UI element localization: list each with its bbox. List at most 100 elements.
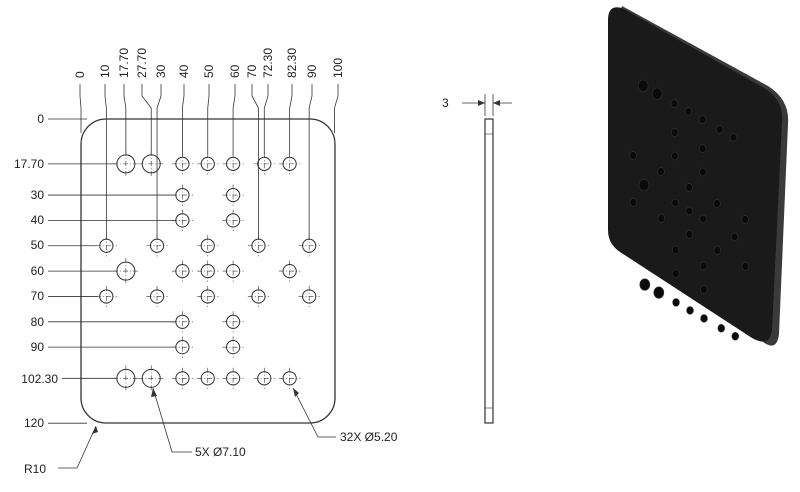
iso-hole (741, 215, 749, 224)
y-dim-label: 17.70 (14, 157, 44, 171)
large-hole (138, 150, 165, 177)
iso-hole (670, 99, 679, 108)
x-dim-label: 30 (154, 64, 168, 78)
y-dim-label: 120 (24, 416, 44, 430)
iso-hole (671, 151, 679, 161)
x-dim-label: 50 (202, 64, 216, 78)
iso-hole (713, 246, 722, 255)
small-hole (146, 285, 168, 308)
x-dimension-lines (79, 84, 339, 240)
front-view (48, 84, 339, 424)
x-dim-line (207, 84, 210, 155)
small-hole (222, 153, 244, 175)
side-view (462, 94, 512, 424)
y-dim-label: 40 (31, 213, 45, 227)
small-hole (197, 260, 219, 282)
x-dim-line (104, 84, 107, 240)
y-dim-label: 70 (31, 289, 45, 303)
iso-hole (629, 151, 637, 160)
x-dim-label: 90 (305, 64, 319, 78)
iso-hole (715, 125, 724, 134)
small-hole (279, 153, 301, 175)
small-hole-leader (292, 387, 336, 438)
iso-hole (699, 214, 707, 224)
large-hole (112, 365, 139, 392)
iso-hole (684, 107, 693, 116)
large-hole (112, 150, 139, 177)
plate-3d-face (608, 7, 783, 342)
iso-hole (638, 179, 650, 192)
iso-hole (717, 324, 725, 333)
small-hole-arrowhead (293, 388, 299, 397)
leaders (58, 387, 336, 469)
x-dim-line (334, 84, 339, 133)
iso-hole (741, 262, 750, 271)
hole-pattern (95, 150, 320, 392)
x-dim-label: 70 (245, 64, 259, 78)
small-hole (222, 260, 244, 282)
x-dim-label: 10 (98, 64, 112, 78)
small-hole (171, 367, 193, 389)
x-dim-line (232, 84, 236, 155)
iso-hole (629, 198, 638, 207)
large-hole (112, 258, 139, 285)
y-dim-label: 90 (31, 340, 45, 354)
small-hole (222, 209, 244, 231)
iso-hole (672, 298, 680, 307)
x-dim-line (308, 84, 313, 240)
small-hole (171, 260, 193, 282)
x-dim-line (79, 84, 82, 133)
iso-hole (698, 144, 707, 153)
iso-hole (699, 261, 708, 271)
small-hole (222, 367, 244, 389)
x-dim-line (251, 84, 259, 240)
iso-hole (731, 332, 739, 341)
iso-hole (651, 87, 663, 100)
small-hole (247, 285, 270, 308)
small-hole (279, 260, 301, 282)
thickness-arrow-right (493, 100, 500, 106)
iso-hole (672, 269, 680, 278)
iso-hole (670, 128, 679, 137)
iso-hole (685, 206, 693, 216)
small-hole (222, 311, 244, 333)
small-hole (171, 153, 193, 175)
plate-edge-outline (484, 118, 494, 424)
small-hole (197, 235, 219, 257)
x-dim-label: 82.30 (285, 48, 299, 78)
small-hole (298, 285, 320, 308)
thickness-label: 3 (442, 96, 449, 110)
iso-hole (639, 278, 651, 291)
y-dim-label: 80 (31, 315, 45, 329)
large-hole-leader (152, 387, 192, 453)
isometric-holes (629, 79, 750, 341)
large-hole (138, 365, 165, 392)
x-dim-line (123, 84, 127, 155)
small-hole (197, 285, 219, 308)
small-hole (253, 153, 275, 175)
x-dim-line (289, 84, 293, 155)
x-dim-label: 17.70 (117, 48, 131, 78)
y-dimension-labels: 0 17.70 30 40 50 60 70 80 90 102.30 120 (14, 112, 58, 430)
iso-hole (685, 230, 694, 239)
iso-hole (700, 314, 708, 323)
iso-hole (657, 214, 666, 223)
small-hole (222, 336, 244, 358)
x-dim-line (263, 84, 269, 155)
iso-hole (657, 167, 665, 176)
small-hole (253, 367, 275, 389)
x-dim-line (141, 84, 152, 155)
y-dim-label: 30 (31, 188, 45, 202)
x-dim-label: 60 (228, 64, 242, 78)
large-hole-callout: 5X Ø7.10 (195, 445, 246, 459)
radius-leader (58, 425, 97, 469)
small-hole (197, 367, 219, 389)
iso-hole (698, 115, 707, 124)
x-dim-label: 40 (177, 64, 191, 78)
thickness-arrow-left (478, 100, 485, 106)
iso-hole (699, 167, 707, 177)
x-dim-line (181, 84, 185, 155)
y-dim-label: 0 (37, 112, 44, 126)
